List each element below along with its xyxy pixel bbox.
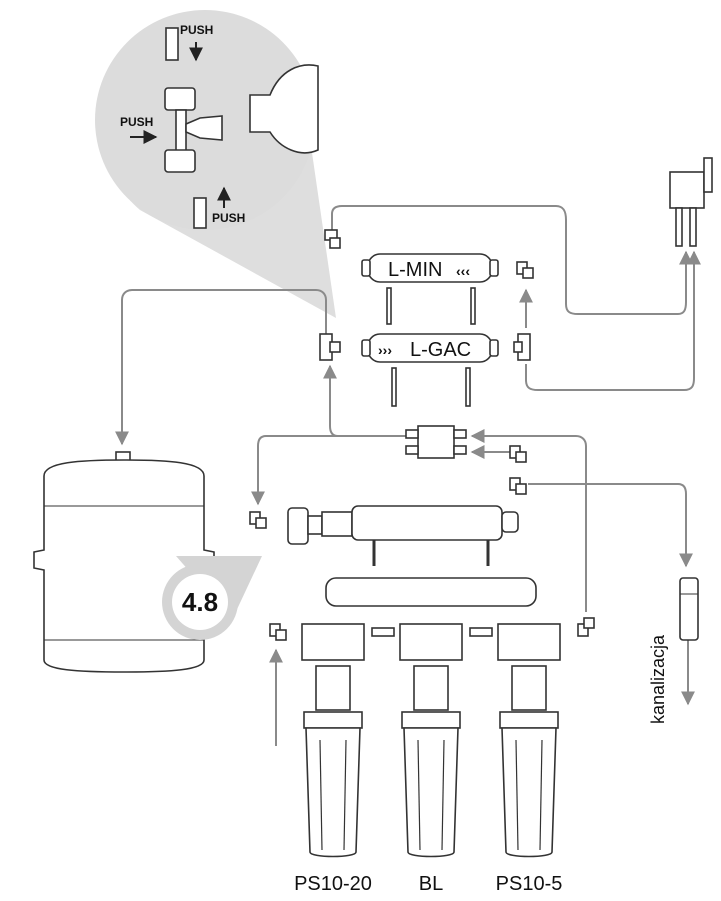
callout-tube-bottom [193, 197, 207, 229]
bracket-post [465, 367, 471, 407]
cartridge-label-l-min: L-MIN [388, 259, 442, 281]
faucet-handle [703, 157, 713, 193]
tee-fitting [319, 333, 341, 361]
elbow-fitting [324, 229, 341, 249]
elbow-fitting [249, 511, 267, 529]
push-label-bottom: PUSH [212, 211, 245, 225]
cartridge-l-min: L-MIN ‹‹‹ [361, 253, 499, 283]
mounting-bracket [325, 577, 537, 607]
drain-restrictor [679, 577, 699, 641]
faucet [616, 30, 713, 247]
capacity-badge: 4.8 [162, 556, 262, 640]
push-label-top: PUSH [180, 23, 213, 37]
drain-label: kanalizacja [648, 634, 668, 724]
pre-filter-housing [399, 623, 463, 858]
housing-label-bl: BL [419, 873, 443, 895]
flow-direction-glyph: ››› [378, 342, 392, 358]
elbow-fitting [269, 623, 287, 641]
callout-filter-end [249, 64, 319, 154]
cartridge-l-gac: ››› L-GAC [361, 333, 499, 363]
housing-connector [469, 627, 493, 637]
faucet-body [669, 171, 705, 209]
flow-direction-glyph: ‹‹‹ [456, 263, 470, 279]
housing-label-ps10-20: PS10-20 [294, 873, 372, 895]
elbow-fitting [509, 477, 527, 495]
callout-zoom: PUSH PUSH PUSH [95, 10, 336, 318]
tee-fitting [513, 333, 531, 361]
tank-capacity-label: 4.8 [182, 587, 218, 617]
fittings [249, 229, 595, 641]
housing-connector [371, 627, 395, 637]
callout-tee-lower [164, 149, 196, 173]
elbow-fitting [577, 617, 595, 637]
bracket-post [470, 287, 476, 325]
elbow-fitting [509, 445, 527, 463]
callout-tee-upper [164, 87, 196, 111]
push-label-left: PUSH [120, 115, 153, 129]
membrane-housing [287, 505, 519, 566]
pre-filter-housing [497, 623, 561, 858]
callout-tube-top [165, 27, 179, 61]
bracket-post [391, 367, 397, 407]
housing-label-ps10-5: PS10-5 [496, 873, 563, 895]
tubing [115, 205, 701, 746]
elbow-fitting [516, 261, 534, 279]
callout-elbow [185, 115, 223, 141]
flow-restrictor-block [405, 425, 467, 459]
bracket-post [386, 287, 392, 325]
cartridge-label-l-gac: L-GAC [410, 339, 471, 361]
pre-filter-housing [301, 623, 365, 858]
